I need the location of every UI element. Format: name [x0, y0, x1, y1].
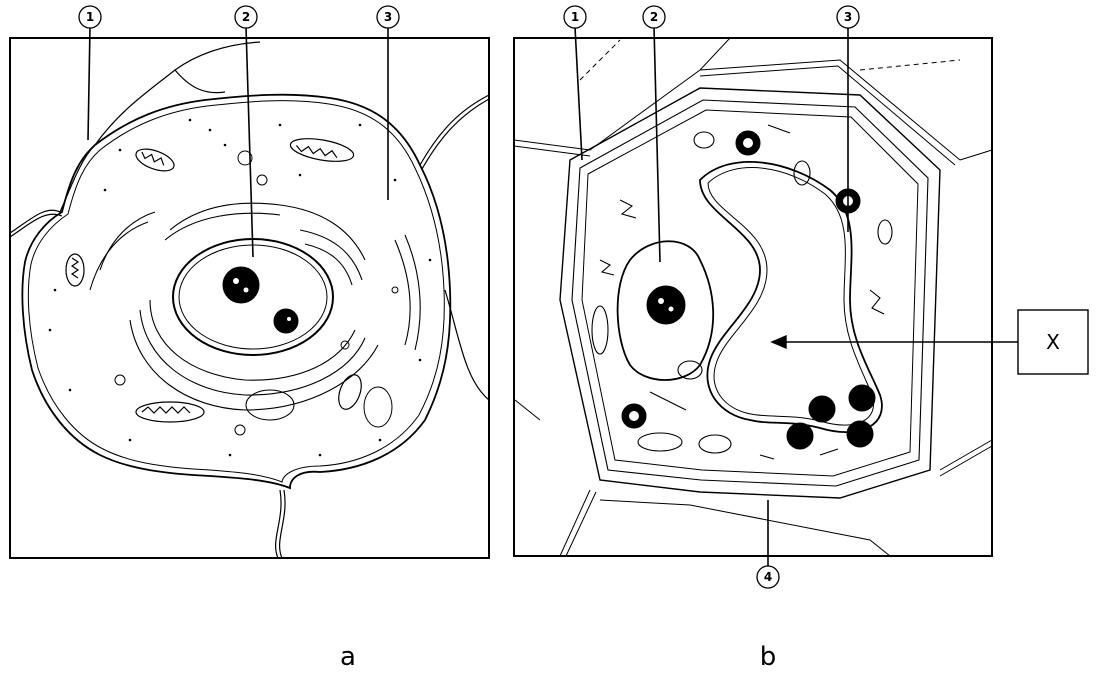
vesicles	[114, 150, 399, 436]
cytoplasm-granules	[48, 118, 432, 457]
panel-b-leaders	[574, 26, 849, 566]
organelles-b	[591, 124, 893, 460]
panel-a-callout-1-label: 1	[86, 10, 94, 24]
nucleus-b	[616, 240, 715, 381]
panel-b-callout-1-label: 1	[571, 10, 579, 24]
panel-b-callout-3	[836, 5, 860, 29]
x-arrow	[770, 334, 1018, 350]
x-label-box	[1017, 309, 1089, 375]
panel-a-callout-3	[376, 5, 400, 29]
nucleolus	[222, 266, 260, 304]
panel-a	[9, 5, 490, 559]
panel-b-callout-1	[563, 5, 587, 29]
neighbour-cell-walls-b	[513, 37, 993, 557]
panel-a-frame	[9, 37, 490, 559]
endoplasmic-reticulum	[89, 202, 421, 411]
panel-b-caption: b	[760, 642, 777, 671]
panel-a-callout-1	[78, 5, 102, 29]
cell-wall	[559, 87, 941, 499]
panel-b-callout-2-label: 2	[650, 10, 658, 24]
x-label: X	[1046, 330, 1060, 354]
panel-a-leaders	[87, 26, 389, 258]
panel-a-callout-3-label: 3	[384, 10, 392, 24]
panel-a-callout-2	[234, 5, 258, 29]
panel-b-callout-3-label: 3	[844, 10, 852, 24]
nucleolus-b	[646, 285, 686, 325]
panel-a-callout-2-label: 2	[242, 10, 250, 24]
plasma-membrane	[581, 109, 919, 477]
panel-a-caption: a	[340, 642, 356, 671]
panel-b-callout-4-label: 4	[764, 570, 772, 584]
panel-b	[513, 5, 1089, 589]
panel-b-callout-4	[756, 565, 780, 589]
chloroplasts	[621, 130, 876, 450]
cell-membrane	[21, 93, 452, 490]
mitochondria	[65, 138, 362, 423]
panel-b-frame	[513, 37, 993, 557]
panel-b-callout-2	[642, 5, 666, 29]
